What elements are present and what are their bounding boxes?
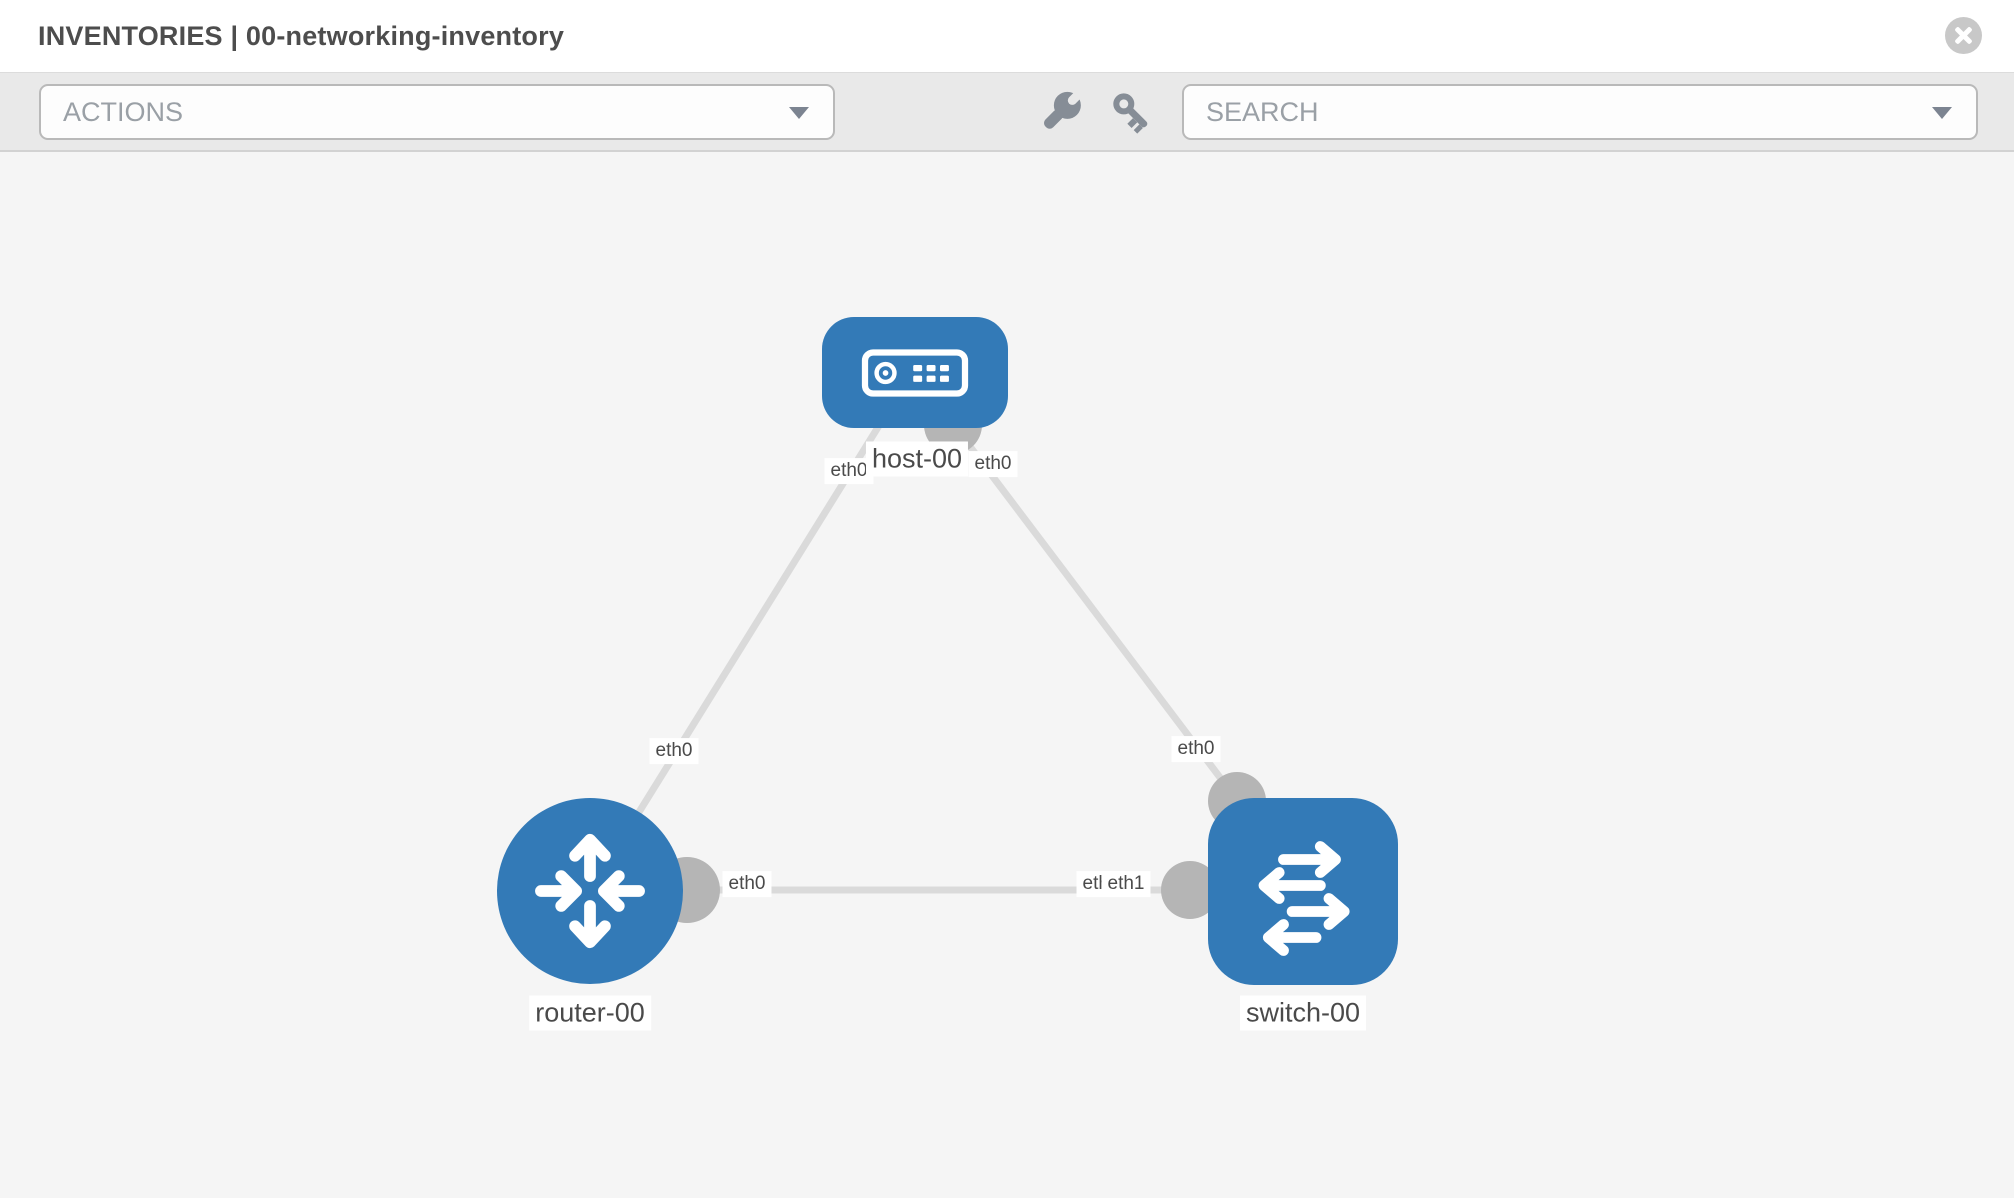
router-icon	[535, 833, 645, 949]
page-title: INVENTORIES | 00-networking-inventory	[38, 21, 565, 51]
actions-dropdown-label: ACTIONS	[63, 97, 184, 127]
edges-svg	[587, 396, 1266, 923]
switch-icon	[1258, 840, 1350, 956]
interface-chip-switch-to-host: eth0	[1171, 736, 1221, 762]
toolbar: ACTIONS	[0, 73, 2014, 152]
interface-chip-host-to-router: eth0	[824, 458, 874, 484]
node-label-host: host-00	[865, 441, 969, 477]
key-icon	[1103, 81, 1162, 140]
chevron-down-icon	[789, 107, 809, 119]
interface-chip-switch-to-router-front: eth1	[1101, 871, 1151, 897]
wrench-icon	[1030, 80, 1092, 142]
key-button[interactable]	[1108, 87, 1158, 137]
interface-chip-router-to-host: eth0	[649, 738, 699, 764]
actions-dropdown[interactable]: ACTIONS	[39, 84, 835, 140]
interface-chip-router-to-switch: eth0	[722, 871, 772, 897]
header-bar: INVENTORIES | 00-networking-inventory	[0, 0, 2014, 73]
search-input[interactable]	[1184, 86, 1976, 138]
host-icon	[861, 348, 969, 397]
topology-canvas[interactable]: host-00 router-00 switch-00 eth0 eth0 et…	[0, 152, 2014, 1198]
close-icon	[1945, 17, 1982, 54]
search-box	[1182, 84, 1978, 140]
wrench-button[interactable]	[1036, 86, 1087, 137]
node-label-router: router-00	[529, 995, 651, 1031]
close-button[interactable]	[1945, 17, 1982, 54]
node-switch[interactable]	[1208, 798, 1398, 985]
node-label-switch: switch-00	[1239, 995, 1367, 1031]
interface-chip-host-to-switch: eth0	[968, 451, 1018, 477]
port-connector-switch-left[interactable]	[1161, 861, 1219, 919]
chevron-down-icon	[1932, 107, 1952, 119]
node-host[interactable]	[822, 317, 1008, 428]
node-router[interactable]	[497, 798, 683, 984]
